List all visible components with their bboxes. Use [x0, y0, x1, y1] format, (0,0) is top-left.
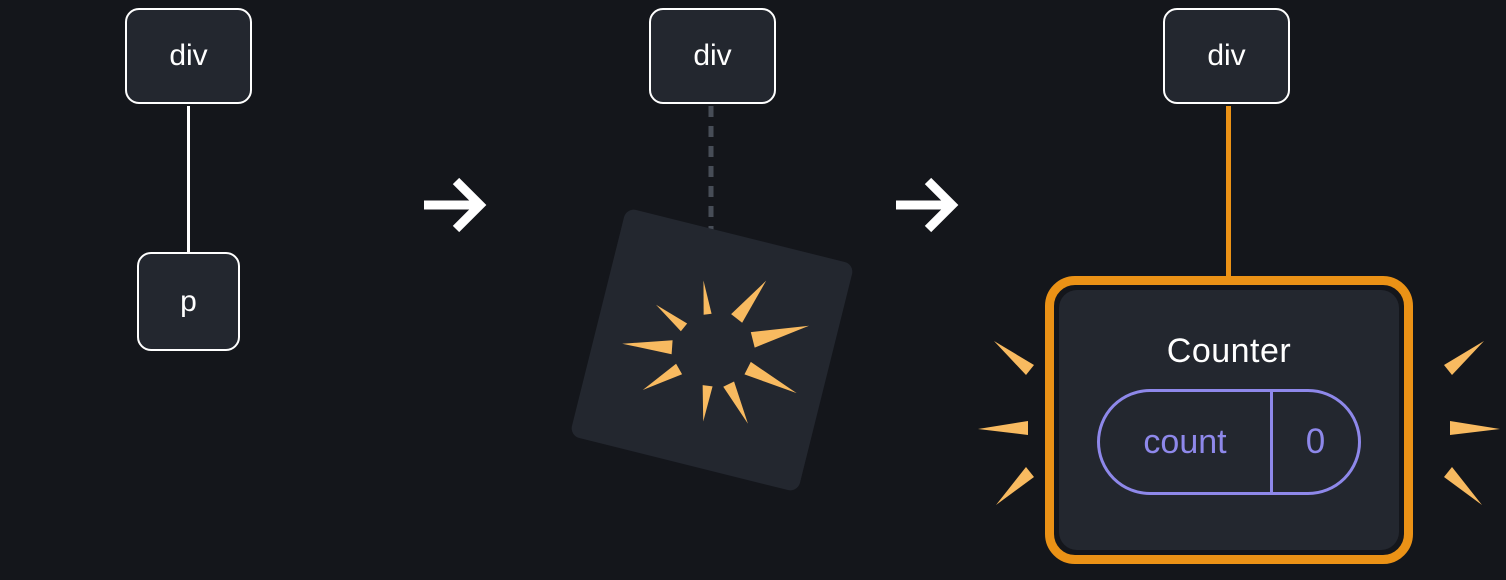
emphasis-sparks-right-icon — [1444, 341, 1500, 505]
state-pill: count 0 — [1097, 389, 1361, 495]
explosion-burst-icon — [571, 209, 853, 491]
stage1-p-node: p — [137, 252, 240, 351]
state-key-label: count — [1100, 392, 1273, 492]
stage3-active-edge — [1226, 106, 1231, 280]
stage1-div-node: div — [125, 8, 252, 104]
arrow-right-icon — [424, 177, 487, 233]
stage2-dashed-edge — [708, 106, 714, 240]
stage3-div-label: div — [1207, 39, 1246, 72]
stage1-div-label: div — [169, 39, 208, 72]
state-value: 0 — [1305, 422, 1326, 461]
arrow-right-icon — [896, 177, 959, 233]
stage2-div-node: div — [649, 8, 776, 104]
counter-component-panel: Counter count 0 — [1059, 290, 1399, 550]
stage1-tree-edge — [187, 106, 190, 252]
stage2-div-label: div — [693, 39, 732, 72]
counter-title: Counter — [1166, 332, 1292, 370]
emphasis-sparks-left-icon — [978, 341, 1034, 505]
stage3-div-node: div — [1163, 8, 1290, 104]
counter-component-box: Counter count 0 — [1045, 276, 1413, 564]
stage1-p-label: p — [180, 284, 197, 318]
